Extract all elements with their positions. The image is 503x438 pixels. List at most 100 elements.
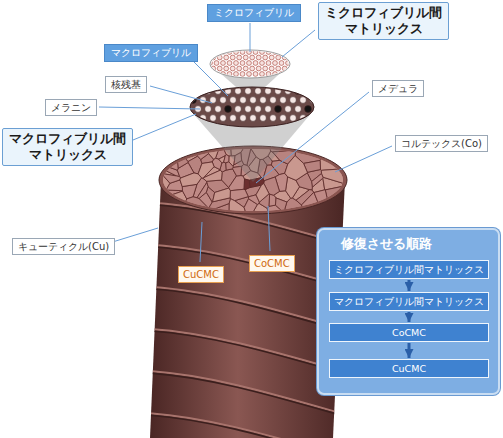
medulla-cell bbox=[244, 179, 250, 190]
cortex-cell bbox=[325, 185, 360, 225]
macrofibril-dot bbox=[230, 97, 237, 104]
macrofibril-dot bbox=[300, 97, 307, 104]
microfibril-dot bbox=[247, 72, 252, 77]
cortex-cell bbox=[161, 173, 180, 183]
cortex-cell bbox=[198, 162, 214, 178]
cortex-cell bbox=[314, 190, 333, 225]
leader-line bbox=[256, 92, 369, 183]
macrofibril-dot bbox=[250, 97, 257, 104]
matrix-label: ミクロフィブリル間 マトリックス bbox=[318, 2, 449, 40]
label-text: CuCMC bbox=[330, 360, 488, 377]
cortex-cell bbox=[256, 183, 269, 202]
microfibril-dot bbox=[289, 66, 294, 71]
label-text: 修復させる順路 bbox=[319, 230, 498, 252]
cortex-cell bbox=[233, 166, 242, 176]
cortex-cell bbox=[224, 155, 229, 163]
microfibril-dot bbox=[250, 55, 255, 60]
label-text: コルテックス(Co) bbox=[401, 137, 482, 150]
microfibril-dot bbox=[273, 61, 278, 66]
microfibril-dot bbox=[279, 72, 284, 77]
macrofibril-dot bbox=[315, 106, 322, 113]
macrofibril-dot bbox=[255, 88, 262, 95]
macrofibril-dot bbox=[240, 115, 247, 122]
scale-highlight bbox=[147, 413, 338, 438]
macrofibril-dot bbox=[260, 115, 267, 122]
melanin-dot bbox=[295, 88, 302, 95]
melanin-dot bbox=[315, 88, 322, 95]
cortex-cell bbox=[195, 140, 208, 159]
macrofibril-dot bbox=[200, 115, 207, 122]
cortex-cell bbox=[197, 183, 208, 199]
label-text: マクロフィブリル bbox=[111, 46, 191, 60]
macrofibril-dot bbox=[275, 88, 282, 95]
microfibril-dot bbox=[266, 61, 271, 66]
cortex-cell bbox=[226, 162, 233, 170]
macrofibril-dot bbox=[195, 88, 202, 95]
label-text: マクロフィブリル間 マトリックス bbox=[9, 131, 126, 163]
microfibril-dot bbox=[214, 61, 219, 66]
microfibril-dot bbox=[260, 50, 265, 55]
microfibril-dot bbox=[253, 61, 258, 66]
cortex-cell bbox=[320, 140, 360, 170]
macrofibril-dot bbox=[205, 88, 212, 95]
route-arrow bbox=[408, 280, 411, 291]
microfibril-dot bbox=[227, 50, 232, 55]
cortex-cell bbox=[150, 165, 170, 206]
macrofibril-dot bbox=[245, 88, 252, 95]
cmc-label: CuCMC bbox=[178, 266, 224, 283]
macrofibril-dot bbox=[245, 106, 252, 113]
label-text: CuCMC bbox=[183, 268, 219, 281]
microfibril-dot bbox=[266, 50, 271, 55]
macrofibril-dot bbox=[260, 97, 267, 104]
microfibril-dot bbox=[224, 55, 229, 60]
microfibril-dot bbox=[240, 50, 245, 55]
route-panel: 修復させる順路ミクロフィブリル間マトリックスマクロフィブリル間マトリックスCoC… bbox=[317, 228, 500, 395]
macrofibril-dot bbox=[255, 106, 262, 113]
macrofibril-dot bbox=[250, 115, 257, 122]
macrofibril-dot bbox=[240, 97, 247, 104]
label-text: マクロフィブリル間マトリックス bbox=[330, 293, 488, 310]
microfibril-dot bbox=[234, 72, 239, 77]
leader-line bbox=[200, 222, 202, 262]
part-label: ミクロフィブリル bbox=[207, 4, 301, 22]
label-text: キューティクル(Cu) bbox=[18, 240, 109, 253]
cortex-cell bbox=[229, 199, 249, 225]
microfibril-dot bbox=[243, 66, 248, 71]
microfibril-dot bbox=[247, 61, 252, 66]
leader-line bbox=[250, 23, 251, 52]
microfibril-dot bbox=[240, 72, 245, 77]
macrofibril-dot bbox=[290, 97, 297, 104]
part-label: コルテックス(Co) bbox=[395, 135, 488, 152]
macrofibril-dot bbox=[210, 115, 217, 122]
macrofibril-dot bbox=[265, 88, 272, 95]
macrofibril-dot bbox=[270, 115, 277, 122]
melanin-dot bbox=[225, 106, 232, 113]
leader-line bbox=[194, 62, 228, 96]
step-box: CoCMC bbox=[329, 323, 489, 342]
microfibril-dot bbox=[250, 66, 255, 71]
microfibril-dot bbox=[211, 66, 216, 71]
leader-line bbox=[282, 30, 315, 57]
label-text: メラニン bbox=[51, 101, 91, 114]
microfibril-dot bbox=[266, 72, 271, 77]
microfibril-dot bbox=[260, 61, 265, 66]
macrofibril-dot bbox=[220, 115, 227, 122]
macrofibril-disc bbox=[190, 87, 314, 127]
macrofibril-dot bbox=[320, 97, 327, 104]
macrofibril-dots bbox=[185, 88, 327, 122]
matrix-label: マクロフィブリル間 マトリックス bbox=[2, 128, 133, 166]
leader-line bbox=[133, 114, 196, 140]
cortex-cell bbox=[180, 173, 202, 187]
microfibril-dot bbox=[234, 61, 239, 66]
microfibril-dot bbox=[282, 66, 287, 71]
microfibril-dot bbox=[224, 66, 229, 71]
macrofibril-dot bbox=[270, 97, 277, 104]
microfibril-dot bbox=[227, 72, 232, 77]
microfibril-disc bbox=[210, 50, 290, 78]
macrofibril-dot bbox=[280, 115, 287, 122]
microfibril-dot bbox=[286, 61, 291, 66]
cmc-label: CoCMC bbox=[249, 255, 295, 272]
microfibril-dot bbox=[237, 66, 242, 71]
macrofibril-dot bbox=[305, 88, 312, 95]
melanin-dot bbox=[275, 106, 282, 113]
